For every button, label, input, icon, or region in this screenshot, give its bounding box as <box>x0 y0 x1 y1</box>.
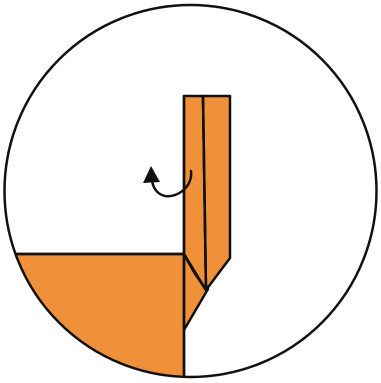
paper-vertical-strip-front <box>203 96 230 290</box>
paper-base-flap <box>0 254 184 383</box>
